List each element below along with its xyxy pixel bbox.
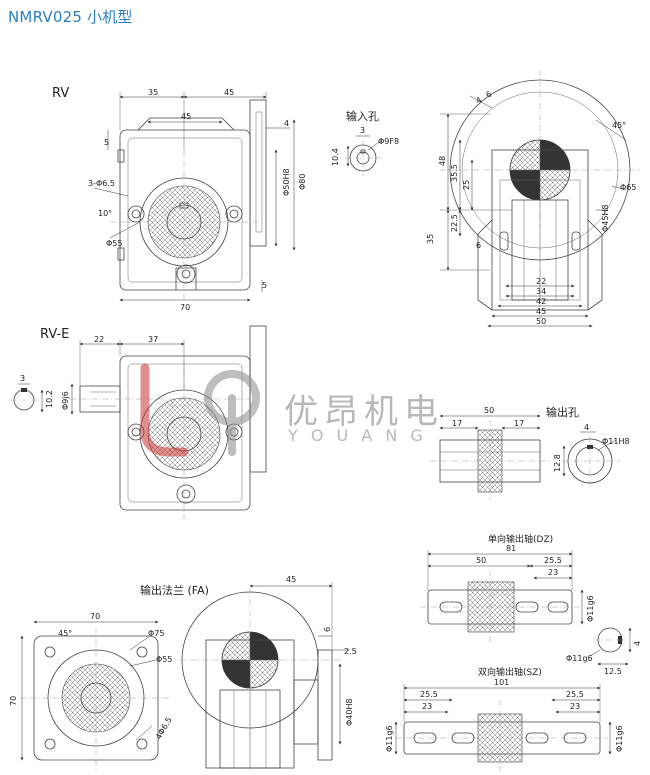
section-label-input-hole: 输入孔: [346, 110, 379, 123]
flange-side-view: [180, 582, 350, 772]
input-hole-view: [345, 135, 383, 176]
dim-rve-37: 37: [148, 335, 158, 344]
dim-side-4: 4: [475, 95, 484, 105]
dim-side-45deg: 45°: [612, 121, 626, 130]
dim-fa-phi75: Φ75: [148, 629, 164, 638]
dim-dz-4: 4: [633, 641, 642, 646]
watermark-en: Y O U A N G: [288, 426, 427, 445]
single-shaft-view: [420, 550, 632, 666]
dim-fa-2-5: 2.5: [344, 647, 357, 656]
section-label-rv: RV: [52, 86, 70, 101]
section-label-output-hole: 输出孔: [546, 406, 579, 419]
dim-in-10-4: 10.4: [331, 148, 340, 166]
dim-rv-5b: 5: [262, 281, 267, 290]
dim-dz-25-5: 25.5: [544, 556, 562, 565]
dim-dz-81: 81: [506, 544, 516, 553]
dim-sz-phi11g6b: Φ11g6: [615, 725, 624, 752]
dim-side-22: 22: [536, 277, 546, 286]
dim-side-6: 6: [485, 89, 494, 99]
dim-rv-phi55: Φ55: [106, 239, 122, 248]
section-label-flange: 输出法兰 (FA): [140, 584, 209, 597]
dim-rv-10deg: 10°: [98, 209, 112, 218]
dim-rv-35: 35: [148, 88, 158, 97]
dim-side-48: 48: [438, 156, 447, 166]
dim-rv-70: 70: [180, 303, 190, 312]
dim-sz-25-5a: 25.5: [420, 690, 438, 699]
dim-fa-45deg: 45°: [58, 629, 72, 638]
dim-rv-45a: 45: [224, 88, 234, 97]
dim-fa-70: 70: [90, 612, 100, 621]
page-title: NMRV025 小机型: [8, 8, 133, 26]
rv-front-view: [93, 92, 296, 302]
dim-side-42: 42: [536, 297, 546, 306]
dim-out-50: 50: [484, 406, 494, 415]
dim-side-45: 45: [536, 307, 546, 316]
dim-rv-phi50h8: Φ50H8: [282, 168, 291, 196]
dim-fa-70v: 70: [9, 696, 18, 706]
dim-rv-holes: 3-Φ6.5: [88, 179, 115, 188]
dim-sz-phi11g6a: Φ11g6: [385, 725, 394, 752]
dim-dz-23: 23: [548, 568, 558, 577]
dim-sz-23a: 23: [422, 702, 432, 711]
dim-side-6b: 6: [476, 241, 481, 250]
flange-front-view: [20, 620, 170, 772]
dim-out-12-8: 12.8: [553, 454, 562, 472]
dim-fa-45: 45: [286, 575, 296, 584]
dim-out-phi11h8: Φ11H8: [602, 437, 630, 446]
dim-dz-50: 50: [476, 556, 486, 565]
dim-rv-45b: 45: [181, 112, 191, 121]
rv-side-view: [440, 70, 640, 328]
section-label-rve: RV-E: [40, 327, 70, 342]
dim-rv-5a: 5: [104, 138, 109, 147]
dim-dz-12-5: 12.5: [604, 667, 622, 676]
dim-side-phi45h8: Φ45H8: [601, 204, 610, 232]
dim-in-phi9f8: Φ9F8: [378, 137, 399, 146]
dim-side-phi65: Φ65: [620, 183, 636, 192]
dim-sz-23b: 23: [570, 702, 580, 711]
output-hole-view: [430, 414, 620, 500]
dim-rve-3: 3: [20, 374, 25, 383]
dim-out-17b: 17: [514, 419, 524, 428]
section-label-single-shaft: 单向输出轴(DZ): [488, 535, 554, 545]
dim-out-17a: 17: [452, 419, 462, 428]
watermark-cn: 优昂机电: [284, 392, 444, 432]
dim-side-35-5: 35.5: [450, 164, 459, 182]
dim-fa-phi55: Φ55: [156, 655, 172, 664]
dim-rv-phi80: Φ80: [298, 174, 307, 190]
dim-side-35: 35: [426, 234, 435, 244]
dim-rve-22: 22: [94, 335, 104, 344]
dim-out-4: 4: [584, 423, 589, 432]
dim-side-50: 50: [536, 317, 546, 326]
dim-fa-phi40h8: Φ40H8: [345, 698, 354, 726]
dim-side-22-5: 22.5: [450, 214, 459, 232]
dim-sz-25-5b: 25.5: [566, 690, 584, 699]
dim-fa-6: 6: [323, 627, 332, 632]
dim-dz-phi11g6: Φ11g6: [586, 595, 595, 622]
dim-in-3: 3: [360, 126, 365, 135]
dim-sz-101: 101: [494, 678, 509, 687]
dim-side-25: 25: [462, 180, 471, 190]
double-shaft-view: [394, 684, 612, 772]
dim-rv-4: 4: [284, 119, 289, 128]
dim-dz-phi11g6b: Φ11g6: [566, 654, 593, 663]
dim-side-34: 34: [536, 287, 546, 296]
dim-rve-10-2: 10.2: [45, 390, 54, 408]
dim-rve-phi9j6: Φ9j6: [61, 391, 70, 410]
watermark-logo: [140, 363, 260, 457]
dim-fa-phi6-5: 4Φ6.5: [154, 716, 174, 741]
section-label-double-shaft: 双向输出轴(SZ): [478, 668, 542, 678]
